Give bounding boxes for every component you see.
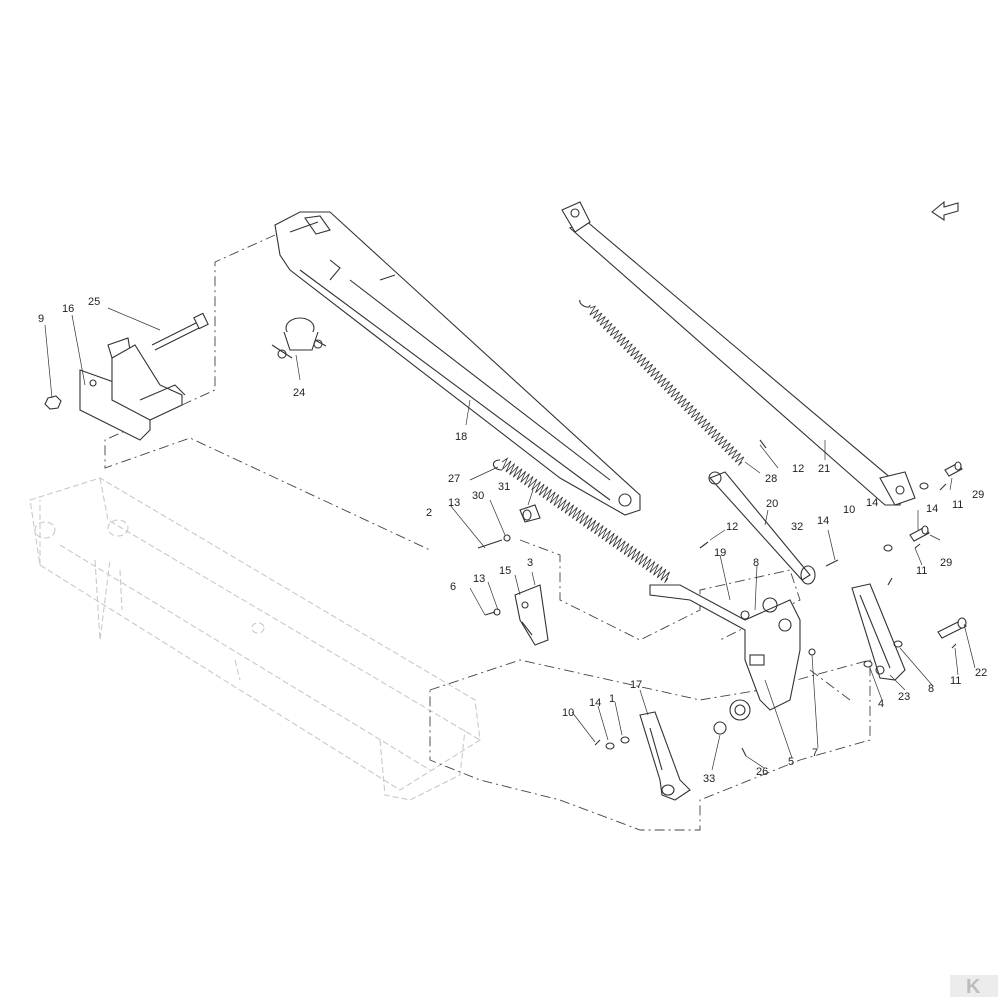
bracket-15 bbox=[514, 584, 549, 646]
callout-5: 5 bbox=[788, 756, 794, 768]
arm-23 bbox=[851, 583, 906, 681]
callout-18: 18 bbox=[455, 431, 467, 443]
callout-20: 20 bbox=[766, 498, 778, 510]
callout-13-top: 13 bbox=[448, 497, 460, 509]
callout-22: 22 bbox=[975, 667, 987, 679]
callout-27: 27 bbox=[448, 473, 460, 485]
callout-10-top: 10 bbox=[843, 504, 855, 516]
callout-31: 31 bbox=[498, 481, 510, 493]
callout-14-top: 14 bbox=[926, 503, 938, 515]
callout-12-top: 12 bbox=[792, 463, 804, 475]
callout-23: 23 bbox=[898, 691, 910, 703]
spring-28 bbox=[579, 299, 745, 466]
callout-24: 24 bbox=[293, 387, 305, 399]
pin-29-lower bbox=[909, 525, 930, 542]
orientation-arrow-icon bbox=[931, 200, 959, 222]
arm-18 bbox=[274, 211, 641, 516]
callout-3: 3 bbox=[527, 557, 533, 569]
callout-13-lower: 13 bbox=[473, 573, 485, 585]
bracket-16 bbox=[79, 337, 186, 441]
callout-11-top: 11 bbox=[952, 499, 963, 511]
callout-11-mid: 11 bbox=[916, 565, 927, 577]
assembly-outlines bbox=[104, 234, 871, 831]
callout-30: 30 bbox=[472, 490, 484, 502]
ghost-frame bbox=[29, 477, 481, 801]
callout-8-lower: 8 bbox=[928, 683, 934, 695]
spring-27 bbox=[492, 457, 670, 584]
callout-29-top: 29 bbox=[972, 489, 984, 501]
leader-lines bbox=[44, 307, 976, 771]
callout-33: 33 bbox=[703, 773, 715, 785]
watermark-letter: K bbox=[966, 976, 981, 998]
callout-16: 16 bbox=[62, 303, 74, 315]
callout-21: 21 bbox=[818, 463, 830, 475]
callout-10-lower: 10 bbox=[562, 707, 574, 719]
callout-17: 17 bbox=[630, 679, 642, 691]
callout-26: 26 bbox=[756, 766, 768, 778]
sleeve-30-31 bbox=[519, 504, 541, 523]
callout-32: 32 bbox=[791, 521, 803, 533]
nut-9 bbox=[44, 395, 62, 410]
callout-7: 7 bbox=[812, 747, 818, 759]
pin-29-upper bbox=[944, 461, 963, 477]
callout-28: 28 bbox=[765, 473, 777, 485]
plate-19 bbox=[649, 584, 801, 721]
callout-14-left: 14 bbox=[817, 515, 829, 527]
callout-19: 19 bbox=[714, 547, 726, 559]
small-hardware bbox=[477, 439, 957, 757]
callout-2: 2 bbox=[426, 507, 432, 519]
pin-22 bbox=[937, 617, 967, 639]
callout-12-mid: 12 bbox=[726, 521, 738, 533]
callout-6: 6 bbox=[450, 581, 456, 593]
callout-14-mid: 14 bbox=[866, 497, 878, 509]
callout-8-top: 8 bbox=[753, 557, 759, 569]
callout-11-lower: 11 bbox=[950, 675, 961, 687]
callout-1: 1 bbox=[609, 693, 615, 705]
link-20 bbox=[708, 471, 816, 585]
rod-21 bbox=[561, 201, 916, 506]
callout-4: 4 bbox=[878, 698, 884, 710]
callout-25: 25 bbox=[88, 296, 100, 308]
bolt-25 bbox=[151, 312, 209, 351]
callout-14-lower: 14 bbox=[589, 697, 601, 709]
callout-9: 9 bbox=[38, 313, 44, 325]
callout-labels: 9 16 25 24 18 27 28 12 21 29 11 14 14 10… bbox=[38, 296, 987, 785]
arm-17 bbox=[639, 711, 691, 801]
brand-watermark: K bbox=[950, 975, 998, 998]
clamp-24 bbox=[271, 317, 327, 359]
callout-15: 15 bbox=[499, 565, 511, 577]
callout-29-mid: 29 bbox=[940, 557, 952, 569]
